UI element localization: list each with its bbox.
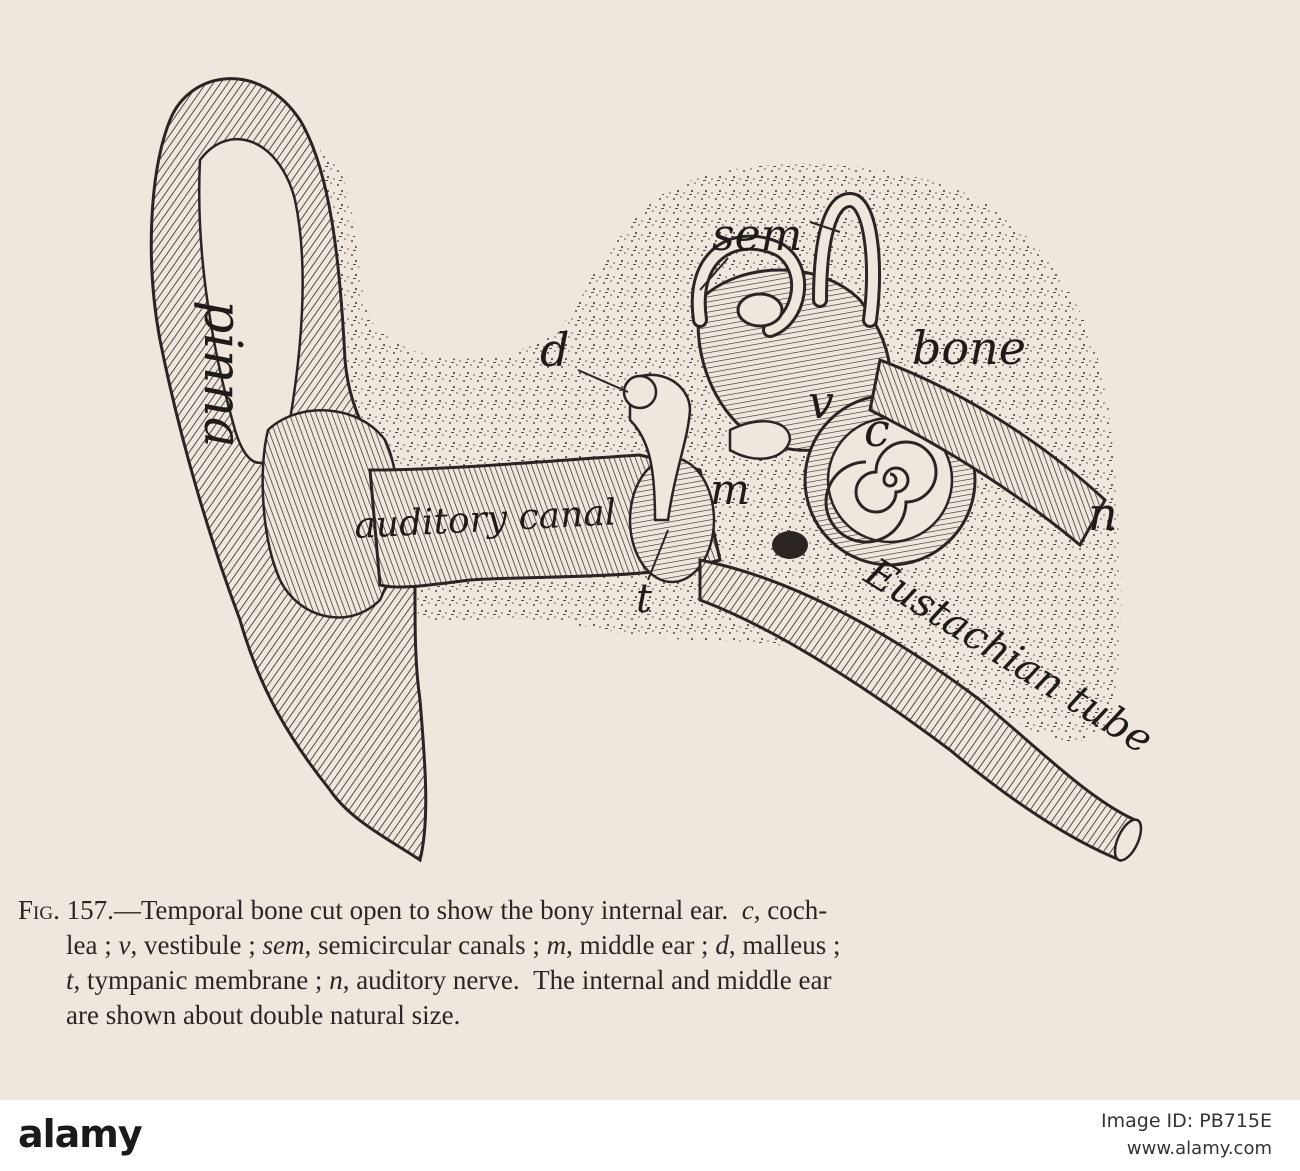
image-id: Image ID: PB715E [1101, 1110, 1272, 1132]
caption-line1-text: Temporal bone cut open to show the bony … [140, 895, 729, 925]
leader-d [577, 369, 629, 393]
label-v: v [808, 375, 834, 429]
ear-anatomy-illustration: pinna auditory canal sem d v c m t n bon… [149, 77, 1161, 863]
malleus [628, 373, 692, 522]
caption-dash: — [113, 895, 141, 925]
caption-line1-tail: , coch- [753, 895, 828, 925]
leader-sem-2 [809, 221, 841, 233]
caption-v: v [118, 930, 131, 960]
caption-tympanic: , tympanic membrane ; [73, 965, 323, 995]
leader-sem [699, 257, 729, 291]
figure-caption: Fig. 157.—Temporal bone cut open to show… [18, 893, 1268, 1033]
caption-line-3: t, tympanic membrane ; n, auditory nerve… [18, 963, 1268, 998]
oval-window [772, 531, 808, 559]
caption-fig-number: 157. [66, 895, 114, 925]
label-sem: sem [712, 210, 802, 261]
caption-t: t [66, 965, 74, 995]
caption-c: c [741, 895, 754, 925]
caption-vestibule: , vestibule ; [130, 930, 256, 960]
label-pinna: pinna [192, 300, 252, 448]
caption-m: m [546, 930, 567, 960]
caption-line3-tail: The internal and middle ear [533, 965, 832, 995]
caption-lea: lea ; [66, 930, 112, 960]
eustachian-tube-opening [1113, 818, 1143, 862]
alamy-logo: alamy [18, 1112, 143, 1156]
label-d: d [540, 323, 569, 377]
caption-line-4: are shown about double natural size. [66, 1000, 461, 1030]
incus [728, 420, 792, 460]
concha [261, 409, 399, 619]
site-url: www.alamy.com [1126, 1138, 1272, 1159]
label-t: t [636, 576, 653, 622]
auditory-nerve [868, 357, 1107, 548]
bone-region [320, 150, 1122, 742]
leader-t [647, 529, 669, 581]
caption-nerve: , auditory nerve. [342, 965, 520, 995]
caption-malleus: , malleus ; [728, 930, 841, 960]
label-n: n [1088, 487, 1118, 541]
semicircular-canal-3 [736, 292, 784, 328]
semicircular-canal-1-inner [693, 237, 803, 335]
label-m: m [710, 465, 750, 514]
caption-line-2: lea ; v, vestibule ; sem, semicircular c… [18, 928, 1268, 963]
malleus-head [622, 374, 658, 410]
label-bone: bone [912, 321, 1026, 375]
caption-d: d [715, 930, 729, 960]
cochlea-spiral [824, 440, 938, 544]
caption-fig-word: Fig. [18, 895, 60, 925]
caption-n: n [329, 965, 343, 995]
semicircular-canal-2-inner [815, 194, 879, 325]
label-c: c [864, 403, 890, 457]
caption-sem: sem [262, 930, 305, 960]
caption-middle-ear: , middle ear ; [566, 930, 709, 960]
caption-line-1: Fig. 157.—Temporal bone cut open to show… [18, 893, 1268, 928]
caption-semicircular: , semicircular canals ; [304, 930, 540, 960]
watermark-footer: alamy Image ID: PB715E www.alamy.com [0, 1100, 1300, 1171]
